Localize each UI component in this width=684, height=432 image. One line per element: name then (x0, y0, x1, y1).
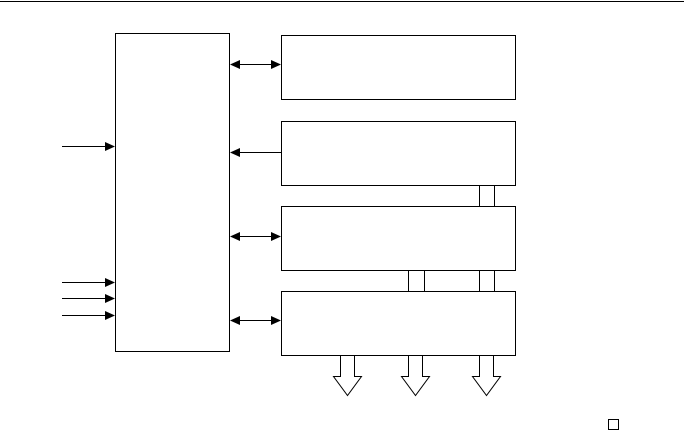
input-arrow-1 (62, 142, 115, 151)
bidirectional-arrow-block-3 (230, 232, 281, 241)
bus-output-arrow-1 (332, 355, 363, 397)
input-arrow-2 (62, 278, 115, 287)
bus-block-2-to-block-3 (479, 185, 495, 207)
bus-output-arrow-2 (400, 355, 431, 397)
end-mark-square-icon (608, 419, 619, 430)
block-3 (281, 206, 516, 271)
bus-block-3-to-block-4-left (408, 270, 425, 292)
block-4 (281, 291, 516, 356)
bus-block-3-to-block-4-right (479, 270, 495, 292)
bidirectional-arrow-block-1 (230, 60, 281, 69)
input-arrow-3 (62, 294, 115, 303)
input-arrow-4 (62, 311, 115, 320)
block-2 (281, 121, 516, 186)
bidirectional-arrow-block-4 (230, 316, 281, 325)
controller-block (115, 33, 230, 352)
arrow-block-2-to-controller (230, 148, 281, 157)
bus-output-arrow-3 (471, 355, 502, 397)
block-1 (281, 35, 516, 100)
